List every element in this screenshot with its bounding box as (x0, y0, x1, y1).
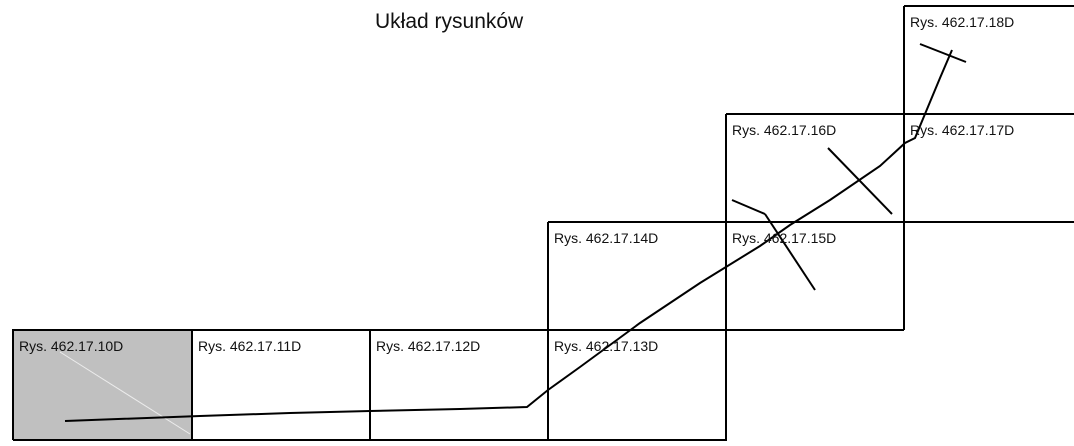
highlight-fill (13, 330, 192, 440)
sheet-label-13: Rys. 462.17.13D (554, 338, 659, 354)
sheet-label-16: Rys. 462.17.16D (732, 122, 837, 138)
tick-16-17 (827, 147, 893, 215)
tick-15-16a (731, 199, 766, 215)
sheet-label-18: Rys. 462.17.18D (910, 14, 1015, 30)
tick-15-16b (764, 213, 816, 291)
scan-streak (59, 351, 191, 435)
diagram-title: Układ rysunków (375, 10, 524, 33)
tick-18 (919, 43, 967, 63)
route-line (64, 49, 953, 422)
sheet-label-10: Rys. 462.17.10D (19, 338, 124, 354)
sheet-label-15: Rys. 462.17.15D (732, 230, 837, 246)
sheet-label-11: Rys. 462.17.11D (198, 338, 302, 354)
sheet-label-14: Rys. 462.17.14D (554, 230, 659, 246)
sheet-outlines (12, 5, 1074, 441)
boundary-ticks (731, 43, 967, 291)
sheet-label-12: Rys. 462.17.12D (376, 338, 481, 354)
sheet-label-17: Rys. 462.17.17D (910, 122, 1015, 138)
